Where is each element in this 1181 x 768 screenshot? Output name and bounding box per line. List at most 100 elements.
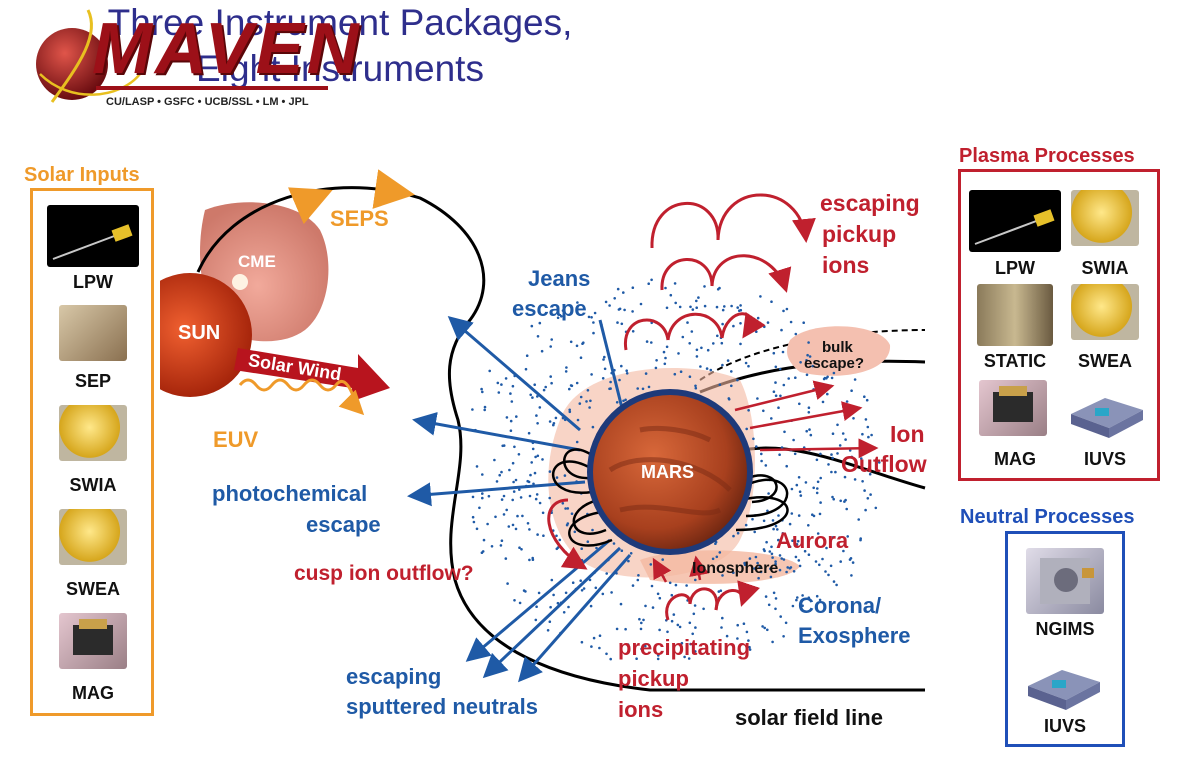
particle-dot [626,643,630,646]
particle-dot [498,473,502,477]
particle-dot [808,355,812,358]
particle-dot [799,361,802,364]
particle-dot [780,328,783,332]
particle-dot [486,522,489,526]
particle-dot [794,332,798,336]
particle-dot [852,417,855,420]
particle-dot [592,636,596,640]
particle-dot [770,300,773,304]
escaping-pickup-label-1: escaping [820,190,920,216]
particle-dot [609,657,612,661]
particle-dot [732,534,735,538]
particle-dot [830,376,834,380]
particle-dot [689,305,692,309]
particle-dot [500,539,504,542]
particle-dot [717,590,721,593]
particle-dot [763,549,766,553]
particle-dot [624,627,627,631]
particle-dot [519,496,523,499]
particle-dot [732,571,735,574]
particle-dot [747,364,750,368]
particle-dot [661,558,664,561]
particle-dot [777,514,780,517]
particle-dot [555,476,559,479]
cme-label: CME [238,252,276,271]
particle-dot [650,584,654,588]
particle-dot [609,380,612,384]
particle-dot [683,655,686,659]
particle-dot [679,370,683,374]
particle-dot [502,513,506,516]
particle-dot [721,616,724,620]
euv-wave [238,378,365,416]
particle-dot [839,560,842,563]
particle-dot [542,388,546,392]
particle-dot [782,558,786,561]
particle-dot [509,429,513,433]
particle-dot [774,560,777,563]
swea-instrument-image [1071,284,1139,340]
plasma-item-swia: SWIA [1081,258,1129,278]
particle-dot [721,322,724,326]
particle-dot [859,537,862,540]
particle-dot [778,568,782,572]
particle-dot [794,376,797,380]
plasma-item-static: STATIC [983,351,1047,371]
particle-dot [829,564,833,568]
particle-dot [478,506,481,510]
particle-dot [745,630,749,634]
particle-dot [801,604,804,607]
particle-dot [748,648,752,651]
particle-dot [575,344,579,348]
particle-dot [598,646,601,650]
particle-dot [757,576,760,580]
particle-dot [695,299,698,303]
particle-dot [571,581,575,584]
particle-dot [769,567,772,570]
particle-dot [676,623,680,627]
particle-dot [765,540,768,544]
particle-dot [766,509,769,513]
particle-dot [591,425,595,429]
particle-dot [499,544,503,547]
particle-dot [631,286,635,290]
particle-dot [504,557,508,560]
particle-dot [542,534,545,537]
particle-dot [590,316,593,319]
mars-surface-features [608,425,732,516]
lpw-instrument-image [47,205,139,267]
particle-dot [620,364,623,368]
particle-dot [530,461,533,464]
page-title: Three Instrument Packages, Eight Instrum… [0,0,680,92]
particle-dot [615,627,619,631]
particle-dot [816,532,820,535]
particle-dot [825,377,828,380]
particle-dot [835,583,838,587]
particle-dot [651,606,655,609]
particle-dot [604,300,608,304]
particle-dot [730,370,733,373]
particle-dot [568,387,571,391]
static-instrument-image [977,284,1053,346]
particle-dot [552,593,555,597]
euv-label: EUV [213,427,259,452]
particle-dot [770,417,773,420]
particle-dot [747,409,750,412]
particle-dot [866,497,870,500]
particle-dot [616,321,619,324]
particle-dot [788,522,792,526]
particle-dot [613,297,616,300]
ion-outflow-arrow-2 [749,401,863,430]
particle-dot [680,641,684,645]
particle-dot [870,433,873,437]
particle-dot [755,445,758,448]
particle-dot [774,562,777,566]
particle-dot [781,532,785,535]
particle-dot [668,581,672,585]
particle-dot [803,549,807,553]
particle-dot [802,321,805,325]
particle-dot [780,557,783,560]
particle-dot [619,602,623,606]
particle-dot [623,308,626,312]
solar-item-sep: SEP [74,371,112,391]
